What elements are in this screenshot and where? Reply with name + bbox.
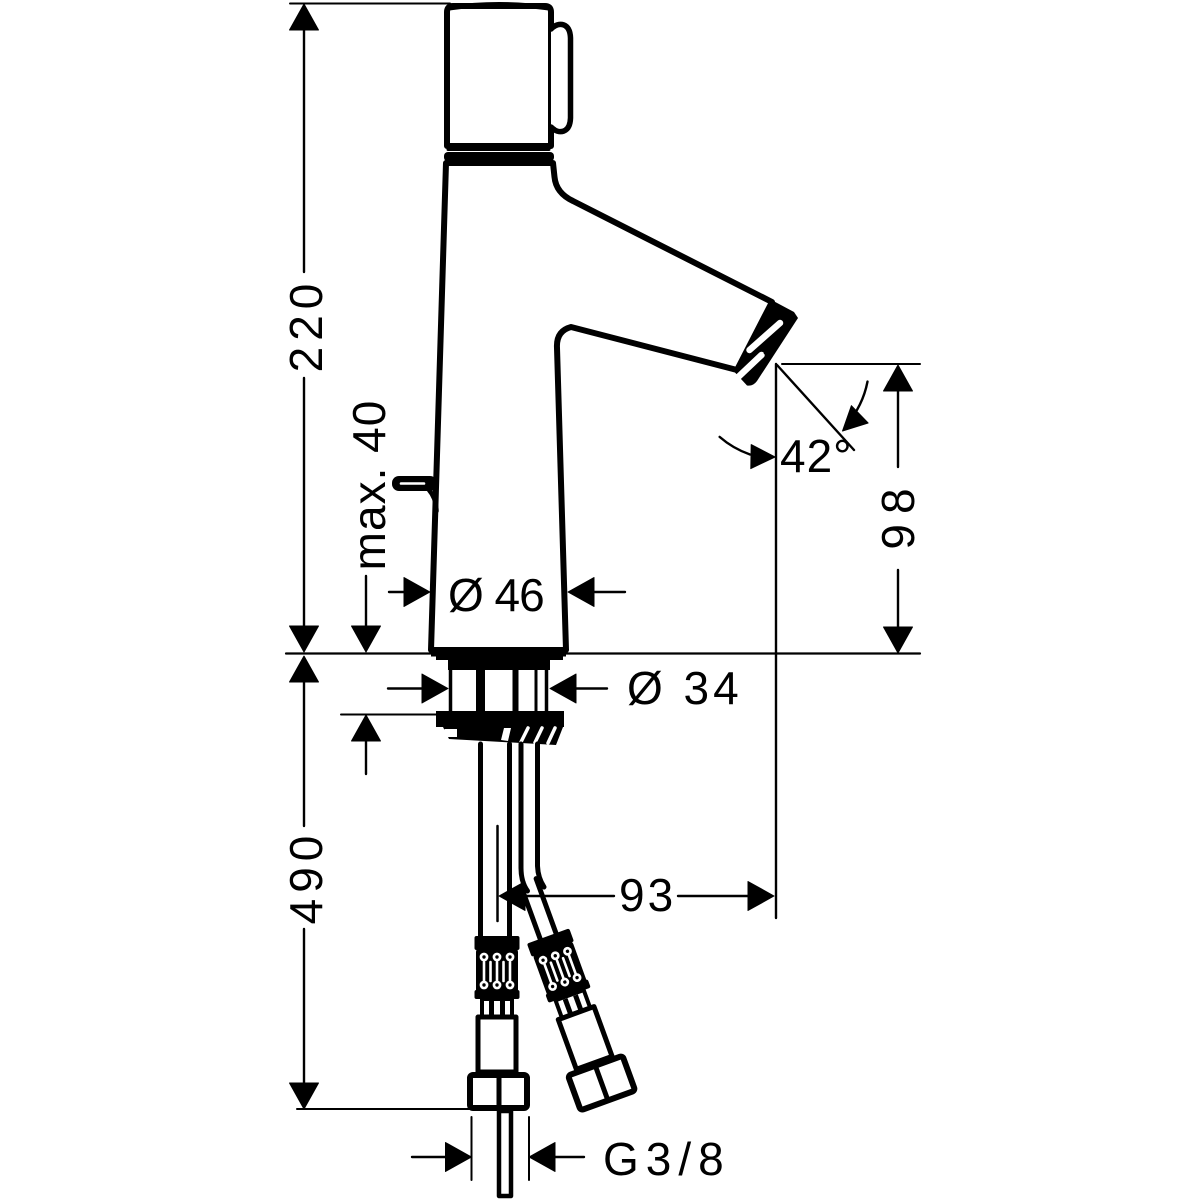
svg-text:98: 98: [872, 478, 924, 549]
svg-text:Ø 34: Ø 34: [627, 662, 743, 714]
svg-text:G3/8: G3/8: [603, 1133, 731, 1185]
svg-text:max. 40: max. 40: [343, 400, 395, 571]
svg-text:490: 490: [280, 830, 332, 925]
svg-text:Ø 46: Ø 46: [448, 569, 544, 621]
svg-text:42°: 42°: [780, 430, 853, 482]
svg-text:220: 220: [280, 278, 332, 373]
svg-text:93: 93: [619, 869, 676, 921]
